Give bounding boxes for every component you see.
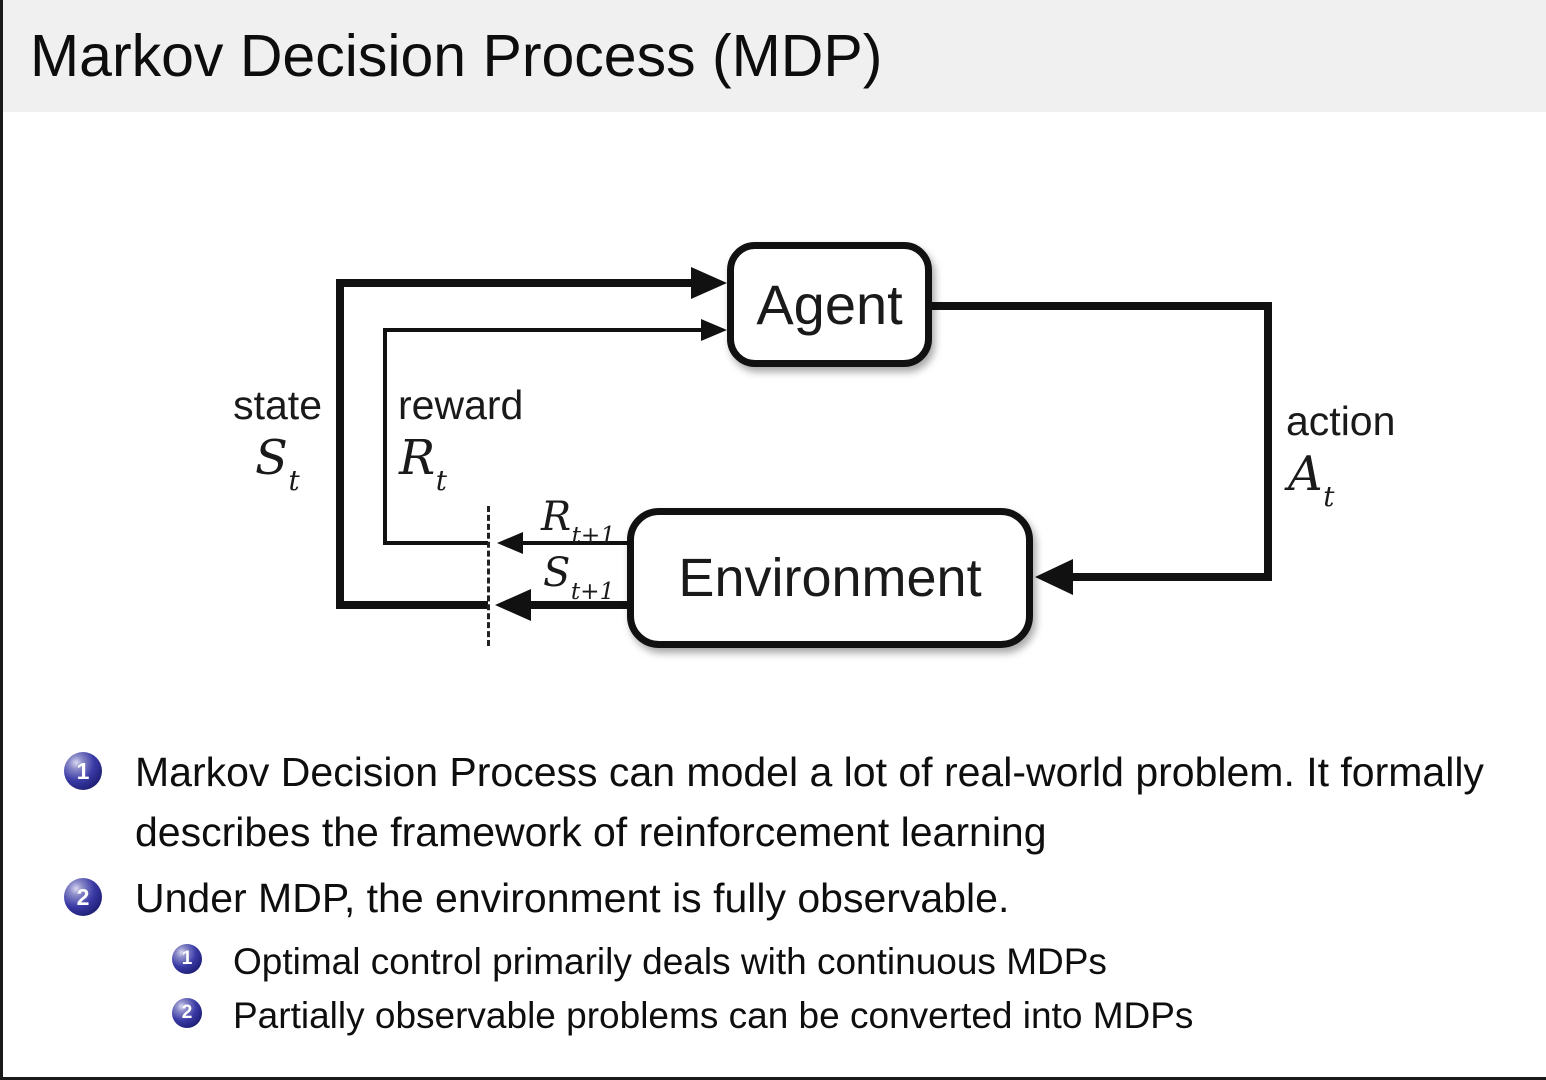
reward-arrowhead-into-agent (701, 319, 727, 341)
state-arrow-top-line (336, 279, 691, 287)
reward-symbol: Rt (399, 430, 447, 497)
bullet-2-text: Under MDP, the environment is fully obse… (135, 875, 1010, 921)
state-symbol: St (255, 430, 300, 497)
agent-box: Agent (727, 242, 932, 367)
bullet-1-text: Markov Decision Process can model a lot … (135, 749, 1484, 855)
time-boundary-dashed-line (487, 506, 490, 646)
sub-bullet-2-number-ball: 2 (172, 998, 202, 1028)
state-label: state (233, 382, 322, 428)
reward-label: reward (398, 382, 524, 428)
next-state-line (531, 601, 630, 609)
action-label: action (1286, 398, 1396, 444)
action-arrowhead-into-environment (1035, 559, 1073, 595)
state-loop-bottom-line (336, 601, 488, 609)
environment-label: Environment (678, 548, 982, 608)
next-reward-symbol: Rt+1 (541, 494, 616, 550)
state-arrowhead-into-agent (691, 267, 727, 299)
state-loop-left-line (336, 279, 344, 609)
action-symbol: At (1288, 446, 1335, 513)
agent-label: Agent (756, 273, 903, 336)
reward-loop-left-line (383, 328, 387, 545)
next-reward-arrowhead (497, 532, 523, 554)
sub-bullet-1-text: Optimal control primarily deals with con… (233, 941, 1107, 982)
window-bottom-edge (0, 1077, 1546, 1080)
action-loop-right-line (1264, 302, 1272, 581)
reward-arrow-top-line (383, 328, 701, 332)
bullet-1-number-ball: 1 (64, 752, 102, 790)
action-loop-top-line (930, 302, 1272, 310)
reward-loop-bottom-line (383, 541, 488, 545)
bullet-2-number-ball: 2 (64, 878, 102, 916)
title-bar: Markov Decision Process (MDP) (0, 0, 1546, 112)
sub-bullet-1-number-ball: 1 (172, 944, 202, 974)
action-loop-bottom-line (1073, 573, 1272, 581)
next-state-symbol: St+1 (543, 550, 615, 606)
next-reward-line (523, 541, 630, 545)
next-state-arrowhead (495, 589, 531, 621)
environment-box: Environment (627, 508, 1033, 648)
page-title: Markov Decision Process (MDP) (30, 23, 883, 89)
window-left-edge (0, 0, 3, 1080)
sub-bullet-2-text: Partially observable problems can be con… (233, 995, 1194, 1036)
